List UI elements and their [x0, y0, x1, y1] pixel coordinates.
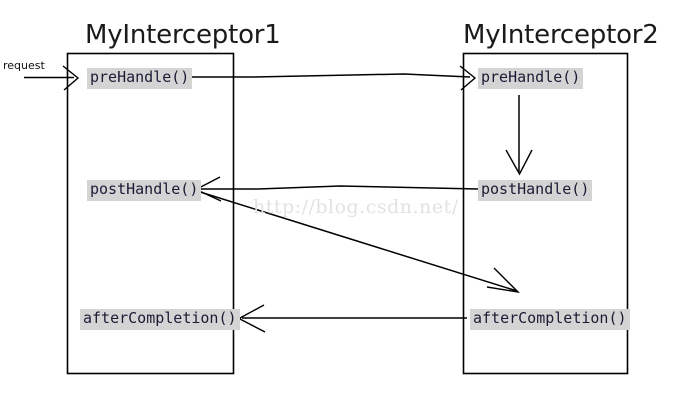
- pre2-to-post2-arrowhead: [505, 149, 533, 176]
- interceptor1-title: MyInterceptor1: [85, 20, 281, 50]
- pre1-to-pre2-arrowhead: [459, 65, 477, 91]
- post1-to-after2-arrowhead: [486, 267, 521, 294]
- method-label-prehandle-1: preHandle(): [87, 68, 193, 89]
- watermark-text: http://blog.csdn.net/: [253, 196, 459, 218]
- method-label-posthandle-2: postHandle(): [478, 180, 593, 201]
- method-label-aftercompletion-1: afterCompletion(): [80, 309, 240, 330]
- request-arrowhead: [62, 65, 80, 91]
- pre1-to-pre2-line: [188, 73, 471, 78]
- method-label-prehandle-2: preHandle(): [478, 68, 584, 89]
- interceptor2-box: [462, 52, 629, 375]
- interceptor1-box: [66, 52, 235, 375]
- post1-to-after2-line: [196, 190, 518, 292]
- method-label-posthandle-1: postHandle(): [87, 180, 202, 201]
- method-label-aftercompletion-2: afterCompletion(): [470, 309, 630, 330]
- request-label: request: [3, 59, 45, 72]
- post2-to-post1-line: [198, 185, 479, 190]
- interceptor2-title: MyInterceptor2: [463, 20, 659, 50]
